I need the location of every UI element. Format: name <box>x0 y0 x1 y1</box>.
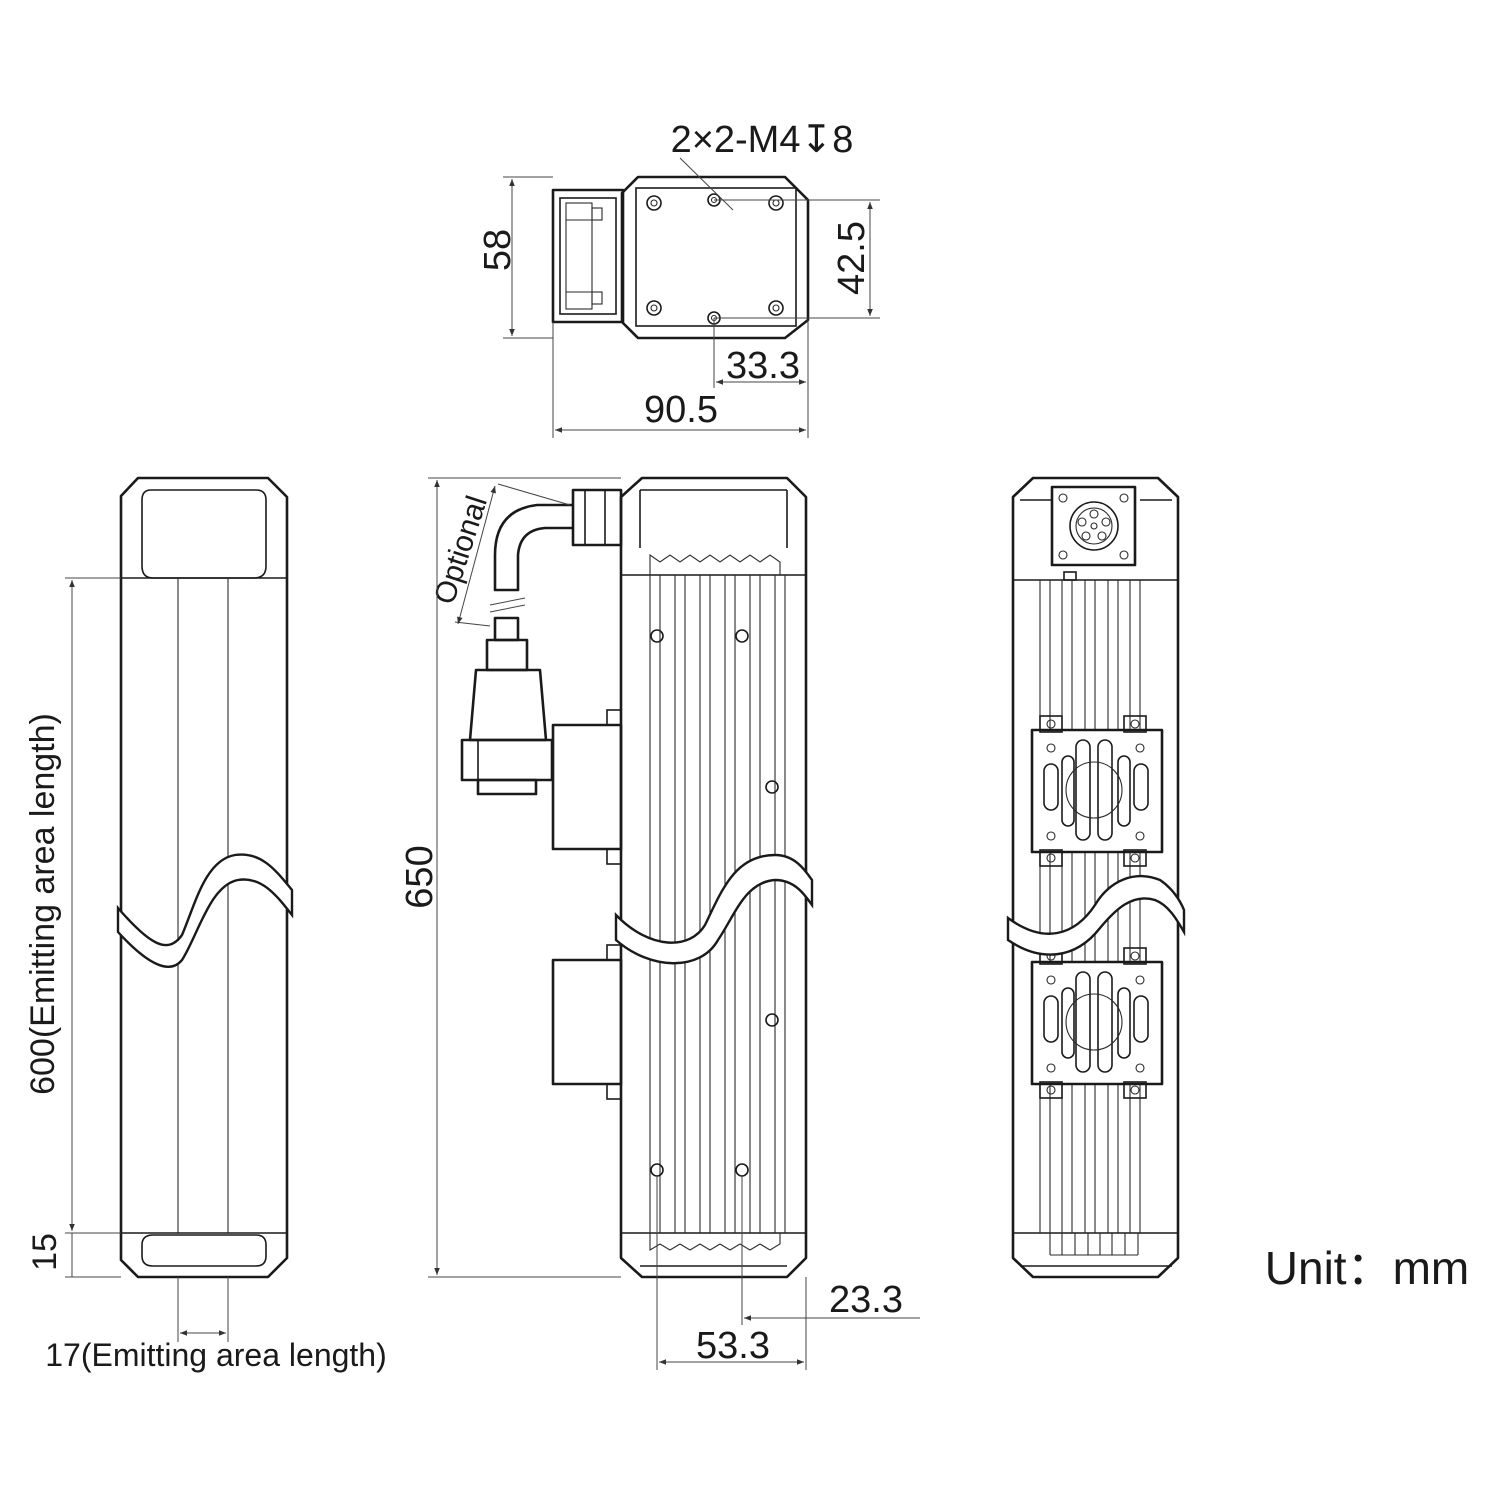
fan-housing-upper <box>551 723 623 851</box>
cable-elbow <box>493 503 573 592</box>
top-width-label: 90.5 <box>644 389 718 431</box>
rear-view <box>1006 476 1186 1279</box>
top-view: 2×2-M4↧8 58 42.5 33.3 90.5 <box>477 119 880 438</box>
hole-spacing-vertical-label: 42.5 <box>831 221 873 295</box>
depth-label: 53.3 <box>696 1325 770 1367</box>
front-body-outline <box>119 476 289 1279</box>
power-connector <box>571 488 623 547</box>
rear-connector <box>1050 485 1137 567</box>
front-view: 600(Emitting area length) 15 17(Emitting… <box>24 476 387 1373</box>
side-view: Optional 650 23.3 53.3 <box>399 476 920 1370</box>
unit-note: Unit：mm <box>1265 1242 1469 1294</box>
length-label: 650 <box>399 845 441 908</box>
rear-body-outline <box>1011 476 1180 1279</box>
emitting-width-label: 17(Emitting area length) <box>45 1337 387 1373</box>
hole-spec-label: 2×2-M4↧8 <box>671 119 854 161</box>
break-line <box>1006 875 1186 956</box>
mounting-holes <box>646 193 784 325</box>
top-height-label: 58 <box>477 229 519 271</box>
emitting-length-label: 600(Emitting area length) <box>24 713 62 1095</box>
offset-label: 23.3 <box>829 1279 903 1321</box>
break-line <box>116 853 294 968</box>
top-connector-box <box>551 188 625 324</box>
cable-plug <box>485 638 529 672</box>
end-margin-label: 15 <box>26 1233 64 1271</box>
fan-upper <box>1030 715 1164 867</box>
hole-spacing-horizontal-label: 33.3 <box>726 345 800 387</box>
fan-housing-lower <box>551 958 623 1086</box>
optional-label: Optional <box>428 492 494 608</box>
heat-sink-fins <box>649 575 786 1233</box>
fan-lower <box>1030 947 1164 1099</box>
break-line <box>614 853 814 965</box>
top-body-inner <box>635 187 797 327</box>
